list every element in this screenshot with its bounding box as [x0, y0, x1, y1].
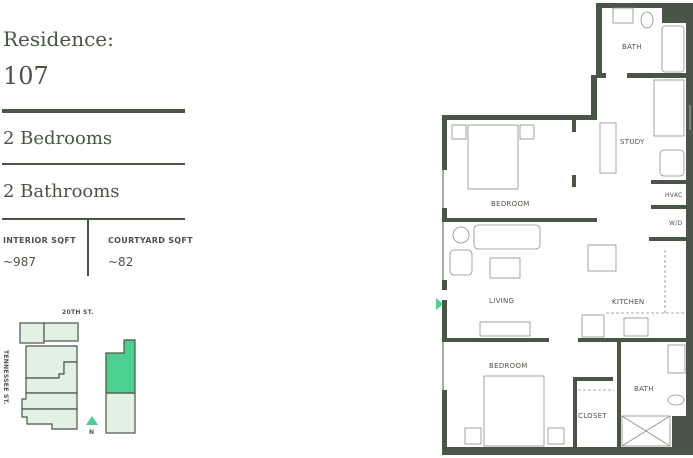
- divider: [2, 109, 185, 113]
- fridge: [581, 314, 605, 338]
- room-label-hvac: HVAC: [665, 192, 683, 199]
- desk: [653, 79, 685, 137]
- residence-number: 107: [3, 62, 49, 90]
- courtyard-sqft-label: COURTYARD SQFT: [108, 236, 193, 245]
- fixtures: [442, 7, 691, 447]
- sofa: [473, 224, 541, 250]
- dining-table: [587, 244, 617, 272]
- room-label-bath: BATH: [634, 385, 654, 393]
- toilet: [667, 394, 685, 406]
- toilet: [640, 11, 654, 29]
- room-label-wd: W/D: [669, 220, 683, 227]
- room-label-closet: CLOSET: [578, 412, 607, 420]
- bed: [467, 124, 519, 190]
- stove: [623, 317, 649, 337]
- bedrooms-count: 2 Bedrooms: [3, 128, 113, 149]
- interior-sqft-label: INTERIOR SQFT: [3, 236, 76, 245]
- interior-sqft-value: ~987: [3, 255, 36, 269]
- room-label-living: LIVING: [489, 297, 514, 305]
- divider: [2, 218, 185, 220]
- armchair: [449, 249, 473, 276]
- street-top-label: 20TH ST.: [62, 309, 94, 316]
- divider: [2, 163, 185, 165]
- bath-vanity: [667, 344, 686, 374]
- tv-console: [479, 321, 531, 337]
- room-label-bedroom: BEDROOM: [491, 200, 530, 208]
- shower: [621, 415, 671, 447]
- bathrooms-count: 2 Bathrooms: [3, 181, 120, 202]
- north-arrow-icon: [86, 416, 98, 425]
- building-block: [21, 408, 78, 430]
- room-label-study: STUDY: [620, 138, 645, 146]
- building-block: [25, 361, 78, 394]
- courtyard-sqft-value: ~82: [108, 255, 134, 269]
- north-label: N: [89, 429, 94, 436]
- room-label-bedroom: BEDROOM: [489, 362, 528, 370]
- bathtub: [661, 25, 685, 73]
- room-label-kitchen: KITCHEN: [612, 298, 644, 306]
- divider-vertical: [87, 220, 89, 276]
- room-label-bath: BATH: [622, 43, 642, 51]
- walls: [442, 3, 693, 455]
- building-highlight: [105, 339, 136, 394]
- site-map: N 20TH ST. TENNESSEE ST.: [2, 309, 136, 436]
- building-block: [43, 322, 79, 342]
- bed: [483, 375, 545, 447]
- bath-sink: [612, 7, 634, 24]
- bookcase: [599, 122, 617, 174]
- armchair: [659, 149, 685, 177]
- entry-arrow-icon: [436, 298, 443, 310]
- residence-label: Residence:: [3, 27, 114, 51]
- coffee-table: [489, 257, 521, 279]
- street-side-label: TENNESSEE ST.: [2, 350, 9, 405]
- building-courtyard: [105, 392, 136, 434]
